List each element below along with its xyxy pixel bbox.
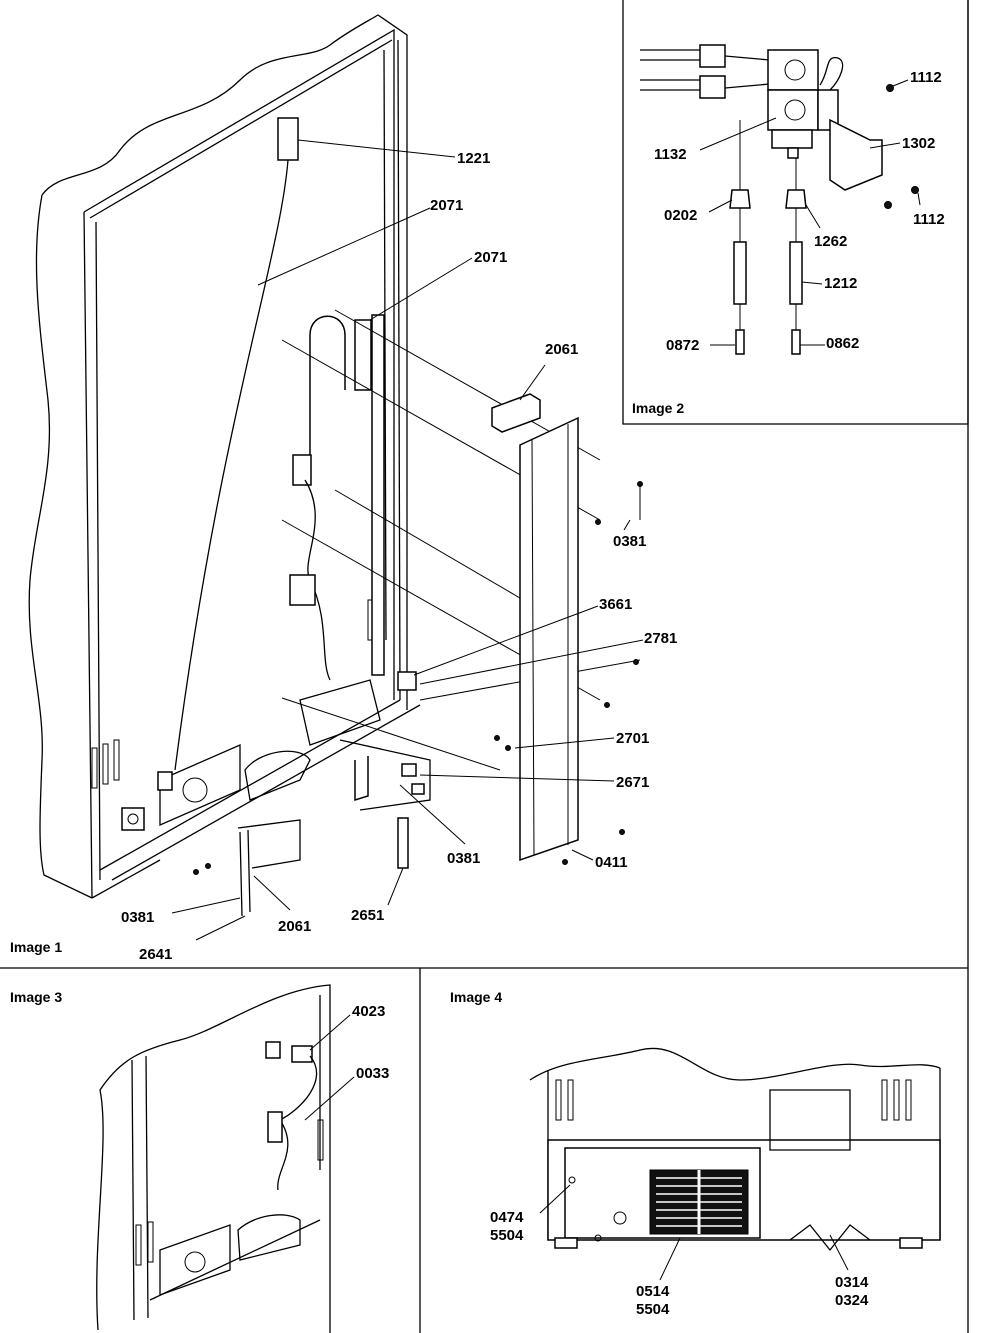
image4-callouts: 0474 5504 0514 5504 0314 0324 bbox=[490, 1209, 869, 1318]
callout-2071-a: 2071 bbox=[430, 197, 463, 214]
callout-1212: 1212 bbox=[824, 275, 857, 292]
cabinet-left-edge bbox=[28, 194, 93, 899]
image1-leaders bbox=[171, 139, 644, 941]
vertical-duct bbox=[371, 314, 385, 676]
callout-5504-a: 5504 bbox=[490, 1227, 524, 1244]
nut-0202 bbox=[729, 189, 751, 209]
callout-1262: 1262 bbox=[814, 233, 847, 250]
drain-tube bbox=[397, 817, 409, 869]
callout-4023: 4023 bbox=[352, 1003, 385, 1020]
dispenser-bracket bbox=[277, 117, 299, 161]
harness-0033 bbox=[277, 1055, 318, 1191]
callout-0862: 0862 bbox=[826, 335, 859, 352]
callout-0381-a: 0381 bbox=[613, 533, 646, 550]
image4-leaders bbox=[539, 1184, 849, 1281]
tube-left bbox=[733, 241, 747, 305]
image1-callouts: 1221 2071 2071 2061 0381 3661 2781 2701 … bbox=[121, 150, 677, 963]
callout-1302: 1302 bbox=[902, 135, 935, 152]
image3-caption: Image 3 bbox=[10, 989, 62, 1005]
callout-2061-a: 2061 bbox=[545, 341, 578, 358]
fan-housing bbox=[159, 744, 241, 826]
cover-panel bbox=[519, 416, 579, 862]
image2-drawing bbox=[640, 44, 919, 355]
mounting-bracket bbox=[829, 118, 883, 191]
callout-0514: 0514 bbox=[636, 1283, 670, 1300]
connector-top bbox=[699, 44, 726, 68]
foam-block bbox=[491, 393, 541, 433]
callout-1132: 1132 bbox=[654, 146, 687, 163]
callout-1112-b: 1112 bbox=[913, 211, 945, 228]
nut-1262 bbox=[785, 189, 807, 209]
callout-2651: 2651 bbox=[351, 907, 384, 924]
image1-drawing bbox=[28, 14, 643, 917]
callout-1112-a: 1112 bbox=[910, 69, 942, 86]
image4-drawing bbox=[529, 1047, 941, 1252]
callout-0474: 0474 bbox=[490, 1209, 524, 1226]
tube-right bbox=[789, 241, 803, 305]
image4-caption: Image 4 bbox=[450, 989, 502, 1005]
connector-bottom bbox=[699, 75, 726, 99]
water-valve-small bbox=[121, 807, 145, 831]
callout-0411: 0411 bbox=[595, 854, 628, 871]
valve-solenoid-top bbox=[767, 49, 819, 91]
callout-2781: 2781 bbox=[644, 630, 677, 647]
callout-2641: 2641 bbox=[139, 946, 172, 963]
image3-drawing bbox=[96, 984, 331, 1333]
image2-callouts: 1112 1302 1132 1112 0202 1262 1212 0872 … bbox=[654, 69, 945, 354]
callout-0324: 0324 bbox=[835, 1292, 869, 1309]
water-tube bbox=[174, 159, 289, 771]
callout-0202: 0202 bbox=[664, 207, 697, 224]
image2-leaders bbox=[699, 79, 921, 346]
liner-left bbox=[83, 211, 93, 899]
callout-0381-b: 0381 bbox=[447, 850, 480, 867]
connector-4023 bbox=[291, 1045, 313, 1063]
image2-caption: Image 2 bbox=[632, 400, 684, 416]
callout-0033: 0033 bbox=[356, 1065, 389, 1082]
callout-3661: 3661 bbox=[599, 596, 632, 613]
callout-0872: 0872 bbox=[666, 337, 699, 354]
liner-top bbox=[83, 28, 395, 700]
callout-5504-b: 5504 bbox=[636, 1301, 670, 1318]
valve-solenoid-bottom bbox=[767, 89, 819, 131]
callout-2671: 2671 bbox=[616, 774, 649, 791]
u-tube bbox=[309, 315, 346, 470]
callout-2071-b: 2071 bbox=[474, 249, 507, 266]
image3-callouts: 4023 0033 bbox=[352, 1003, 389, 1082]
callout-2061-b: 2061 bbox=[278, 918, 311, 935]
image3-leaders bbox=[304, 1014, 355, 1121]
callout-0314: 0314 bbox=[835, 1274, 869, 1291]
image1-caption: Image 1 bbox=[10, 939, 62, 955]
cabinet-outline bbox=[41, 14, 408, 710]
callout-1221: 1221 bbox=[457, 150, 490, 167]
callout-2701: 2701 bbox=[616, 730, 649, 747]
callout-0381-c: 0381 bbox=[121, 909, 154, 926]
